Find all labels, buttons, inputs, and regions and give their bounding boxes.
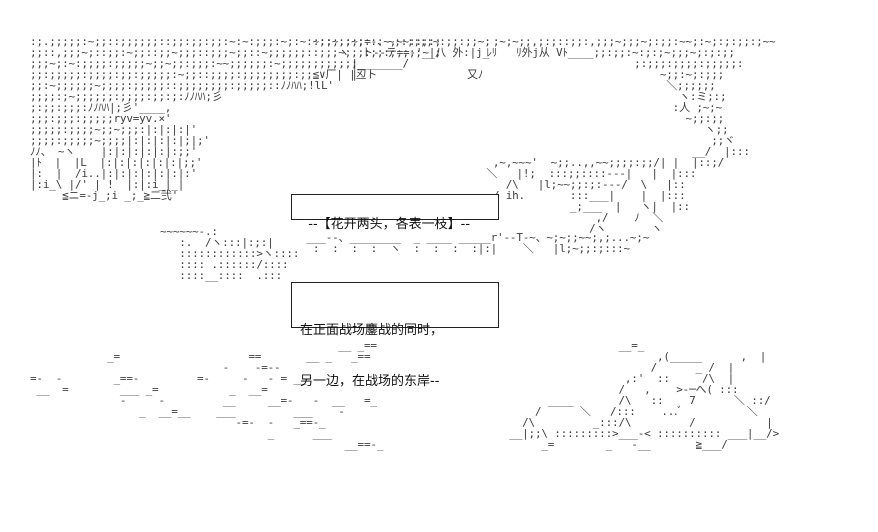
cliff-texture-left: :;.;;;;;:~;;::;;;;;;::;;:;;:;;:~:~:;;;:~…	[30, 35, 442, 202]
shore-texture-left: ~~~~~~-.: :. /ヽ:::|:;:| ::::::::::::>ヽ::…	[160, 225, 300, 282]
caption-bottom-line-1: 在正面战场鏖战的同时，	[300, 323, 444, 338]
cliff-texture-right: ;~;~;;,;:;::;;:,;;;~;;;~;:;;:~~;:~;:;:;;…	[486, 35, 776, 235]
rocks-texture-right: __=_ ,(_____ , | / _ / | ,:' :: /\ | / ,…	[509, 339, 780, 451]
arch-texture: ::;;.:;;=-、~;:;;;;~:;;:;;~; ヽ ト--テ==-'~|…	[312, 35, 491, 81]
caption-top-box: --【花开两头，各表一枝】--	[291, 194, 499, 232]
caption-bottom-line-2: 另一边，在战场的东岸--	[300, 374, 440, 389]
caption-bottom-box: 在正面战场鏖战的同时， 另一边，在战场的东岸--	[291, 282, 499, 389]
caption-top-text: --【花开两头，各表一枝】--	[308, 217, 471, 232]
shore-texture-middle: ___--、________ _ ____ _____r'‐‐T‐~、~;~;;…	[306, 231, 650, 255]
